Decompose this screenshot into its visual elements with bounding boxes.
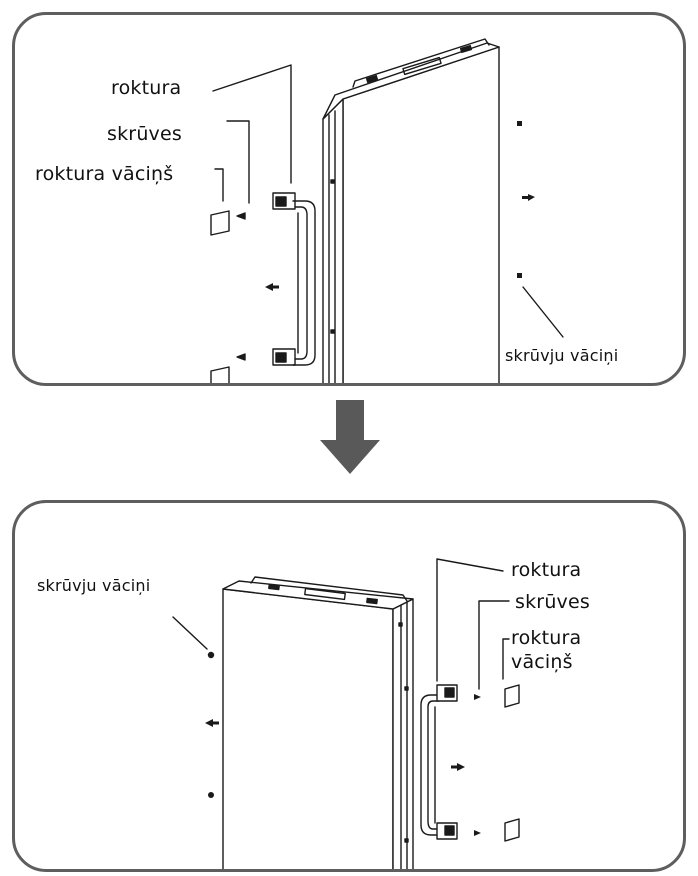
door-side-edge bbox=[322, 98, 344, 383]
screws-drawing bbox=[474, 694, 481, 836]
move-arrow-left-caps bbox=[205, 719, 219, 727]
top-door-drawing bbox=[210, 38, 564, 383]
door-top-edge bbox=[322, 42, 500, 120]
leader-handle bbox=[212, 64, 292, 184]
label-handle-cap: roktura vāciņš bbox=[35, 163, 174, 185]
leader-screw-caps bbox=[522, 286, 564, 338]
screw-caps-drawing bbox=[207, 651, 215, 798]
label-screws: skrūves bbox=[515, 591, 590, 613]
label-handle: roktura bbox=[511, 559, 582, 581]
label-screw-caps: skrūvju vāciņi bbox=[505, 346, 619, 365]
door-handle-drawing bbox=[272, 192, 316, 366]
leader-screws bbox=[478, 600, 510, 690]
screws-drawing bbox=[236, 212, 246, 361]
door-top-slot bbox=[402, 56, 442, 76]
label-handle-cap-line2: vāciņš bbox=[511, 651, 573, 673]
top-diagram-panel: roktura skrūves roktura vāciņš skrūvju v… bbox=[12, 12, 686, 386]
label-screws: skrūves bbox=[107, 123, 182, 145]
label-handle-cap-line1: roktura bbox=[511, 627, 582, 649]
bottom-diagram-panel: skrūvju vāciņi roktura skrūves roktura v… bbox=[12, 500, 686, 872]
move-arrow-right-handle bbox=[451, 763, 465, 771]
down-arrow-icon bbox=[320, 400, 380, 474]
bottom-door-drawing bbox=[172, 558, 520, 869]
door-handle-drawing bbox=[420, 684, 458, 840]
door-front-face bbox=[342, 46, 500, 383]
move-arrow-right bbox=[522, 194, 535, 201]
move-arrow-left bbox=[265, 283, 279, 291]
label-screw-caps: skrūvju vāciņi bbox=[37, 576, 151, 595]
leader-screw-caps bbox=[172, 616, 208, 650]
handle-caps-drawing bbox=[210, 210, 230, 383]
label-handle: roktura bbox=[111, 77, 182, 99]
door-front-face bbox=[222, 588, 394, 869]
leader-handle-cap bbox=[502, 638, 510, 680]
handle-caps-drawing bbox=[504, 684, 520, 842]
leader-screws bbox=[226, 120, 250, 204]
screw-caps-drawing bbox=[517, 121, 522, 278]
door-top-slot bbox=[304, 587, 346, 601]
leader-handle-cap bbox=[214, 168, 224, 202]
door-side-edge bbox=[392, 598, 414, 869]
leader-handle bbox=[436, 558, 504, 682]
